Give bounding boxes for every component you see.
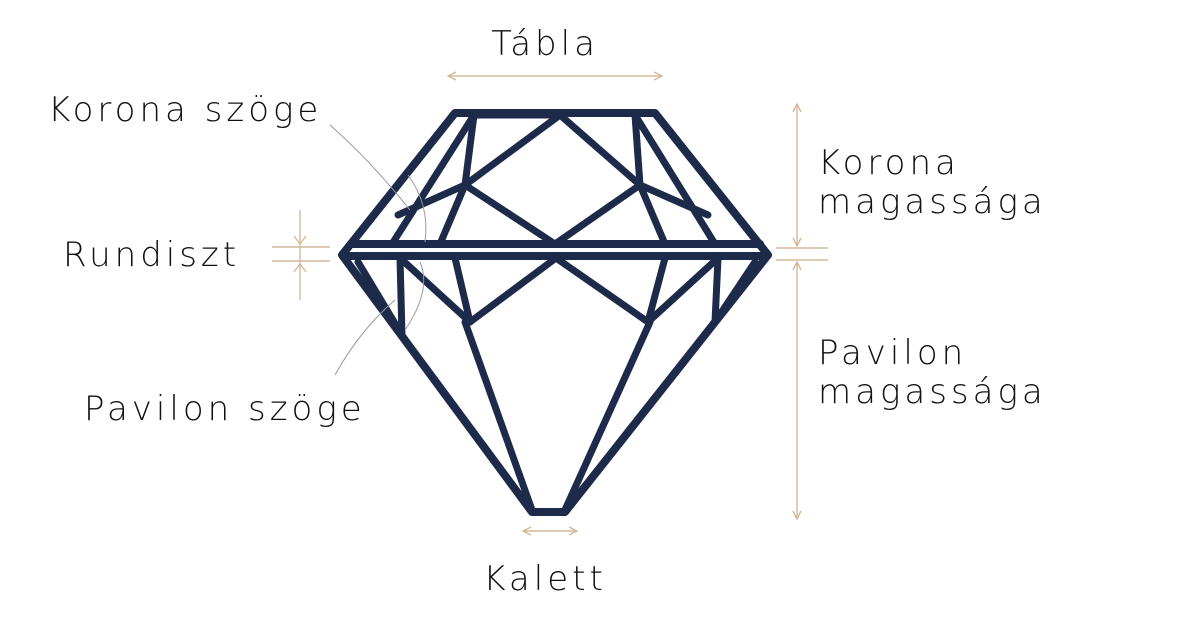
diamond-silhouette xyxy=(338,109,772,516)
label-crown-angle: Korona szöge xyxy=(48,90,322,130)
label-pavilion-height-line1: Pavilon xyxy=(818,333,967,373)
pavilion-facets xyxy=(354,254,759,514)
diamond-outline xyxy=(338,109,772,516)
pavilion-angle-arc xyxy=(404,261,425,331)
label-culet: Kalett xyxy=(483,559,607,599)
label-girdle: Rundiszt xyxy=(63,235,240,275)
crown-angle-leader xyxy=(329,124,411,211)
crown-facets xyxy=(388,111,719,248)
label-crown-height-line1: Korona xyxy=(818,143,960,183)
crown-angle-arc xyxy=(407,174,427,243)
dimension-markers xyxy=(272,76,828,531)
angle-leaders xyxy=(329,124,427,376)
label-pavilion-angle: Pavilon szöge xyxy=(84,389,366,429)
pavilion-angle-leader xyxy=(334,299,396,376)
label-pavilion-height-line2: magassága xyxy=(818,372,1047,412)
label-table: Tábla xyxy=(491,24,599,64)
label-crown-height-line2: magassága xyxy=(818,182,1047,222)
